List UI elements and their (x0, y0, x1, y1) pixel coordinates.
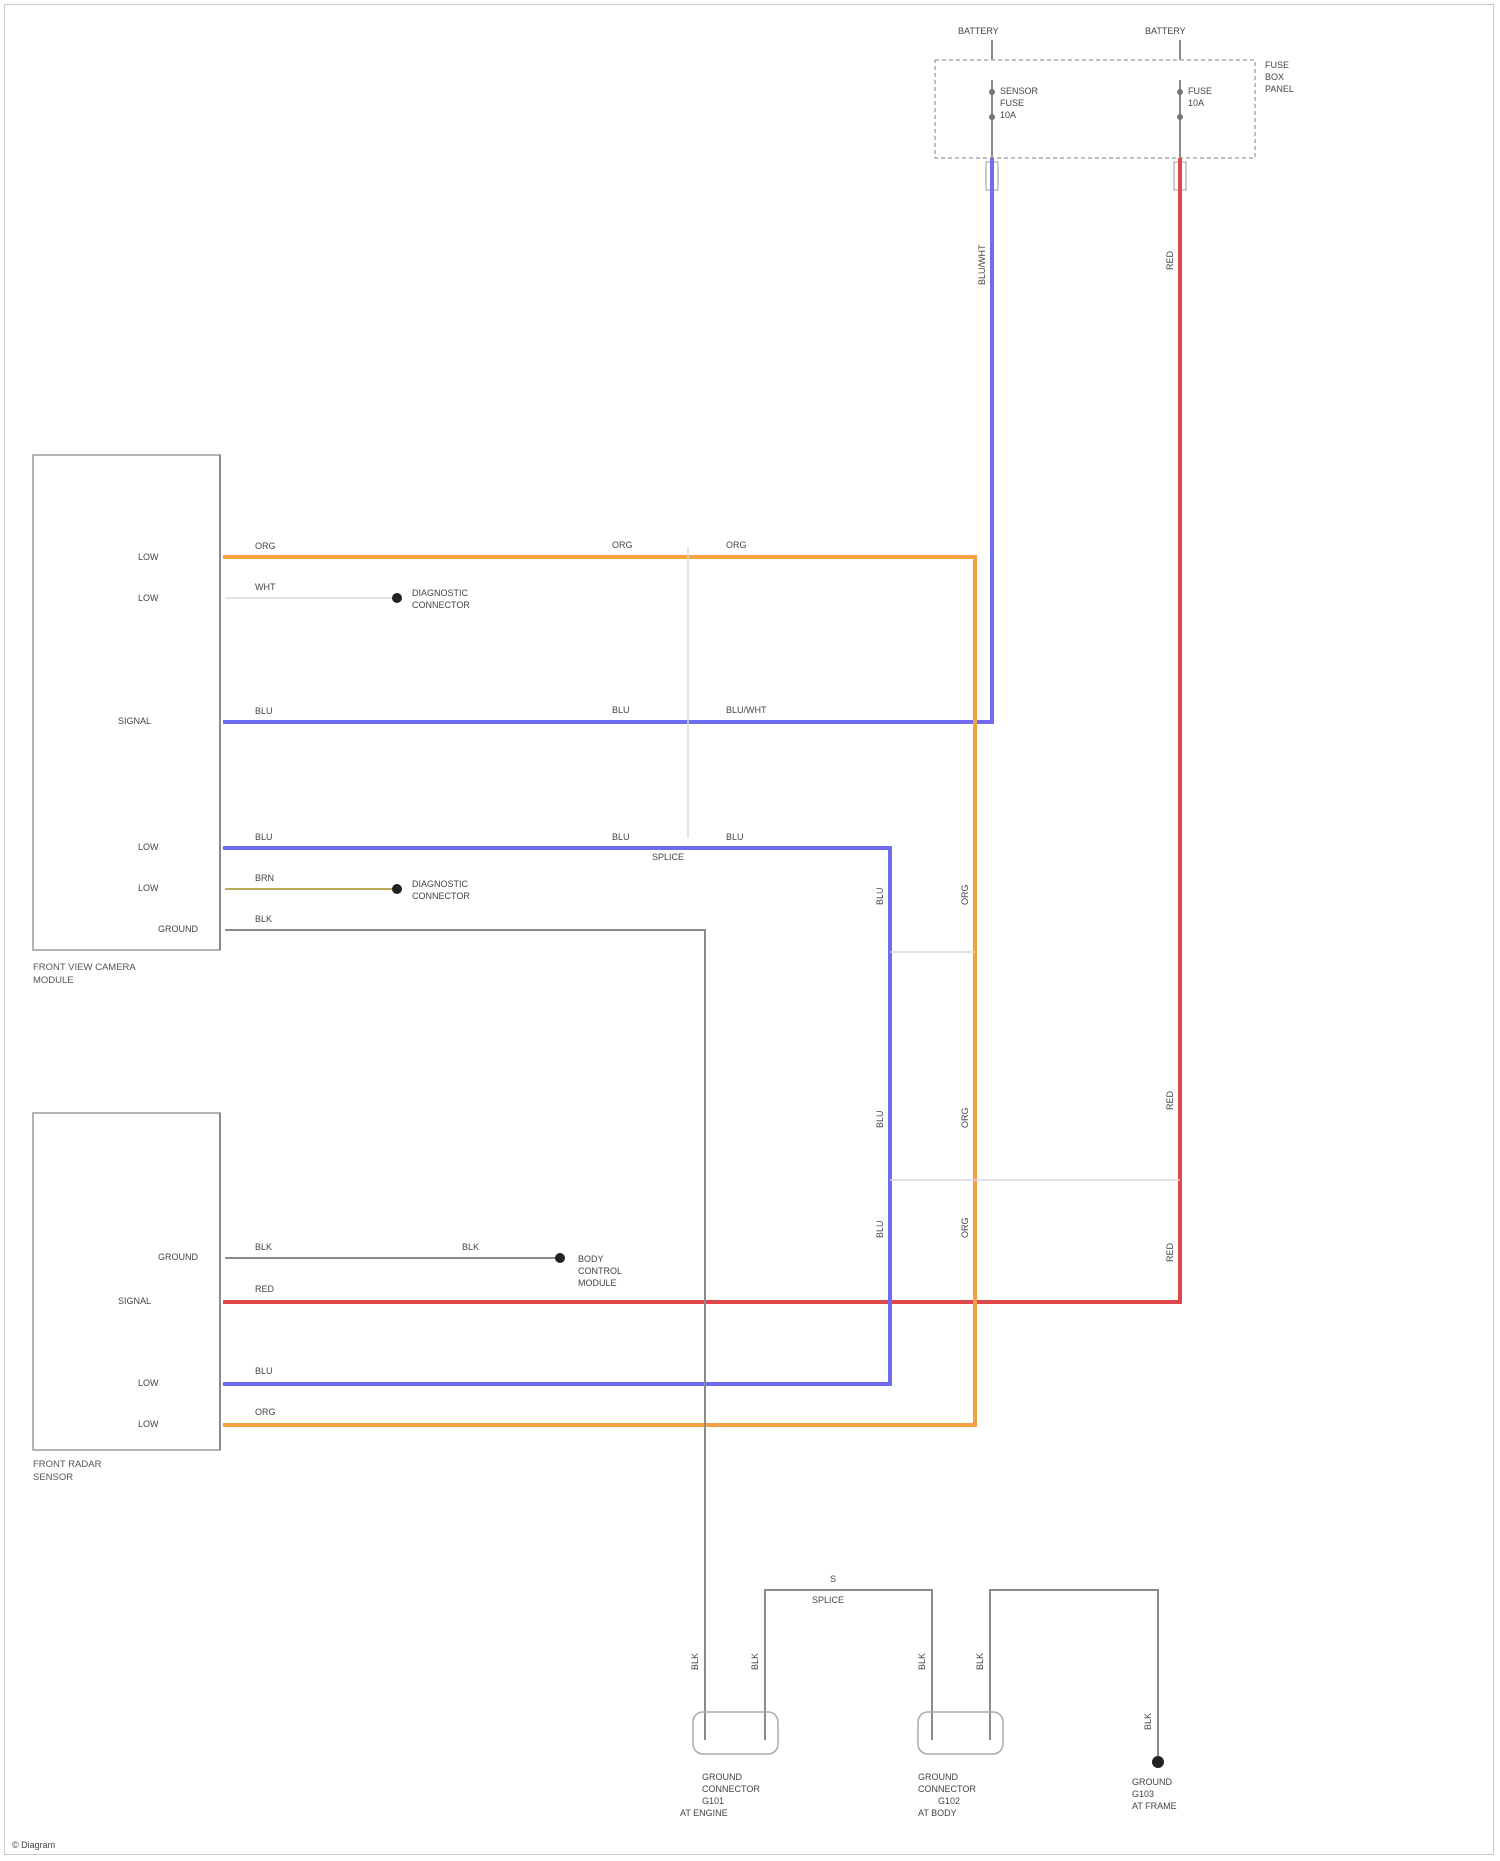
upper-wire-label-2: WHT (255, 582, 276, 592)
ground-splice-label: SPLICE (812, 1595, 844, 1605)
upper-wire-label-6: BLK (255, 914, 272, 924)
footer-text: © Diagram (12, 1840, 55, 1850)
connector-labels: ORG ORG BLU BLU/WHT BLU BLU SPLICE DIAGN… (392, 540, 767, 1288)
label-upper-orange-right: ORG (726, 540, 747, 550)
vertical-labels: BLU/WHT RED RED RED BLU ORG BLU ORG BLU … (875, 244, 1175, 1262)
ground-splice-num: S (830, 1574, 836, 1584)
upper-pin-1: LOW (138, 552, 159, 562)
g3-name-l1: GROUND (1132, 1777, 1172, 1787)
lower-module: GROUND SIGNAL LOW LOW BLK RED BLU ORG FR… (33, 1113, 276, 1483)
upper-module-name-l2: MODULE (33, 975, 74, 986)
g2-name-l4: AT BODY (918, 1808, 957, 1818)
lower-module-name-l2: SENSOR (33, 1472, 73, 1483)
upper-wire-label-1: ORG (255, 541, 276, 551)
fuse-left-l1: SENSOR (1000, 86, 1039, 96)
ref-brown-l1: DIAGNOSTIC (412, 879, 469, 889)
fuse-box-label-l1: FUSE (1265, 60, 1289, 70)
vlabel-orange-low2: ORG (960, 1217, 970, 1238)
lower-wire-label-3: BLU (255, 1366, 273, 1376)
ref-brown-l2: CONNECTOR (412, 891, 470, 901)
fuse-box-outline (935, 60, 1255, 158)
fuse-box-label-l3: PANEL (1265, 84, 1294, 94)
label-upper-orange: ORG (612, 540, 633, 550)
lower-pin-1: GROUND (158, 1252, 198, 1262)
lower-wire-label-2: RED (255, 1284, 275, 1294)
lower-wire-label-1: BLK (255, 1242, 272, 1252)
upper-pin-2: LOW (138, 593, 159, 603)
wires (225, 160, 1180, 1740)
vlabel-blue-top: BLU/WHT (977, 244, 987, 285)
gwire-4: BLK (975, 1653, 985, 1670)
gwire-5: BLK (1143, 1713, 1153, 1730)
vlabel-orange-low1: ORG (960, 1107, 970, 1128)
lower-wire-label-4: ORG (255, 1407, 276, 1417)
fuse-left-l2: FUSE (1000, 98, 1024, 108)
lower-pin-3: LOW (138, 1378, 159, 1388)
fuse-box-label-l2: BOX (1265, 72, 1284, 82)
g2-name-l2: CONNECTOR (918, 1784, 976, 1794)
g1-name-l3: G101 (702, 1796, 724, 1806)
label-upper-blue: BLU (612, 705, 630, 715)
grounds: S SPLICE BLK BLK BLK BLK BLK GROUND CONN… (680, 1574, 1177, 1818)
lower-module-name-l1: FRONT RADAR (33, 1459, 102, 1470)
g1-name-l2: CONNECTOR (702, 1784, 760, 1794)
lower-module-box (33, 1113, 220, 1450)
upper-pin-4: LOW (138, 842, 159, 852)
upper-wire-label-5: BRN (255, 873, 274, 883)
upper-pin-5: LOW (138, 883, 159, 893)
lower-pin-4: LOW (138, 1419, 159, 1429)
vlabel-red-mid: RED (1165, 1090, 1175, 1110)
g1-name-l4: AT ENGINE (680, 1808, 728, 1818)
fuse-feed-left: BATTERY (958, 26, 999, 36)
fuse-right-l1: FUSE (1188, 86, 1212, 96)
gwire-1: BLK (690, 1653, 700, 1670)
ref-brown-dot (392, 884, 402, 894)
vlabel-red-top: RED (1165, 250, 1175, 270)
g1-name-l1: GROUND (702, 1772, 742, 1782)
vlabel-red-low: RED (1165, 1242, 1175, 1262)
fuse-feed-right: BATTERY (1145, 26, 1186, 36)
label-upper-blue2-right: BLU (726, 832, 744, 842)
ref-white-l1: DIAGNOSTIC (412, 588, 469, 598)
vlabel-blue-low2: BLU (875, 1220, 885, 1238)
upper-wire-label-3: BLU (255, 706, 273, 716)
g3-name-l3: AT FRAME (1132, 1801, 1177, 1811)
blue-white-wire (225, 160, 992, 722)
g3-name-l2: G103 (1132, 1789, 1154, 1799)
ref-lower-l3: MODULE (578, 1278, 617, 1288)
vlabel-orange-mid: ORG (960, 884, 970, 905)
fuse-box: BATTERY BATTERY SENSOR FUSE 10A FUSE 10A… (935, 26, 1294, 190)
lower-pin-2: SIGNAL (118, 1296, 151, 1306)
gray-ground-wire (225, 930, 705, 1740)
vlabel-blue-low1: BLU (875, 1110, 885, 1128)
upper-pin-6: GROUND (158, 924, 198, 934)
red-wire (225, 160, 1180, 1302)
fuse-right-l2: 10A (1188, 98, 1204, 108)
ref-white-l2: CONNECTOR (412, 600, 470, 610)
ground-point-3 (1152, 1756, 1164, 1768)
g2-name-l3: G102 (938, 1796, 960, 1806)
ref-white-dot (392, 593, 402, 603)
label-lower-black: BLK (462, 1242, 479, 1252)
ref-lower-l1: BODY (578, 1254, 604, 1264)
ref-lower-l2: CONTROL (578, 1266, 622, 1276)
upper-wire-label-4: BLU (255, 832, 273, 842)
upper-module-box (33, 455, 220, 950)
orange-wire (225, 557, 975, 1425)
label-splice: SPLICE (652, 852, 684, 862)
gwire-3: BLK (917, 1653, 927, 1670)
ref-lower-dot (555, 1253, 565, 1263)
vlabel-blue-mid: BLU (875, 887, 885, 905)
fuse-left-l3: 10A (1000, 110, 1016, 120)
gwire-2: BLK (750, 1653, 760, 1670)
label-upper-blue2: BLU (612, 832, 630, 842)
upper-pin-3: SIGNAL (118, 716, 151, 726)
label-upper-blue-right: BLU/WHT (726, 705, 767, 715)
g2-name-l1: GROUND (918, 1772, 958, 1782)
upper-module-name-l1: FRONT VIEW CAMERA (33, 962, 136, 973)
